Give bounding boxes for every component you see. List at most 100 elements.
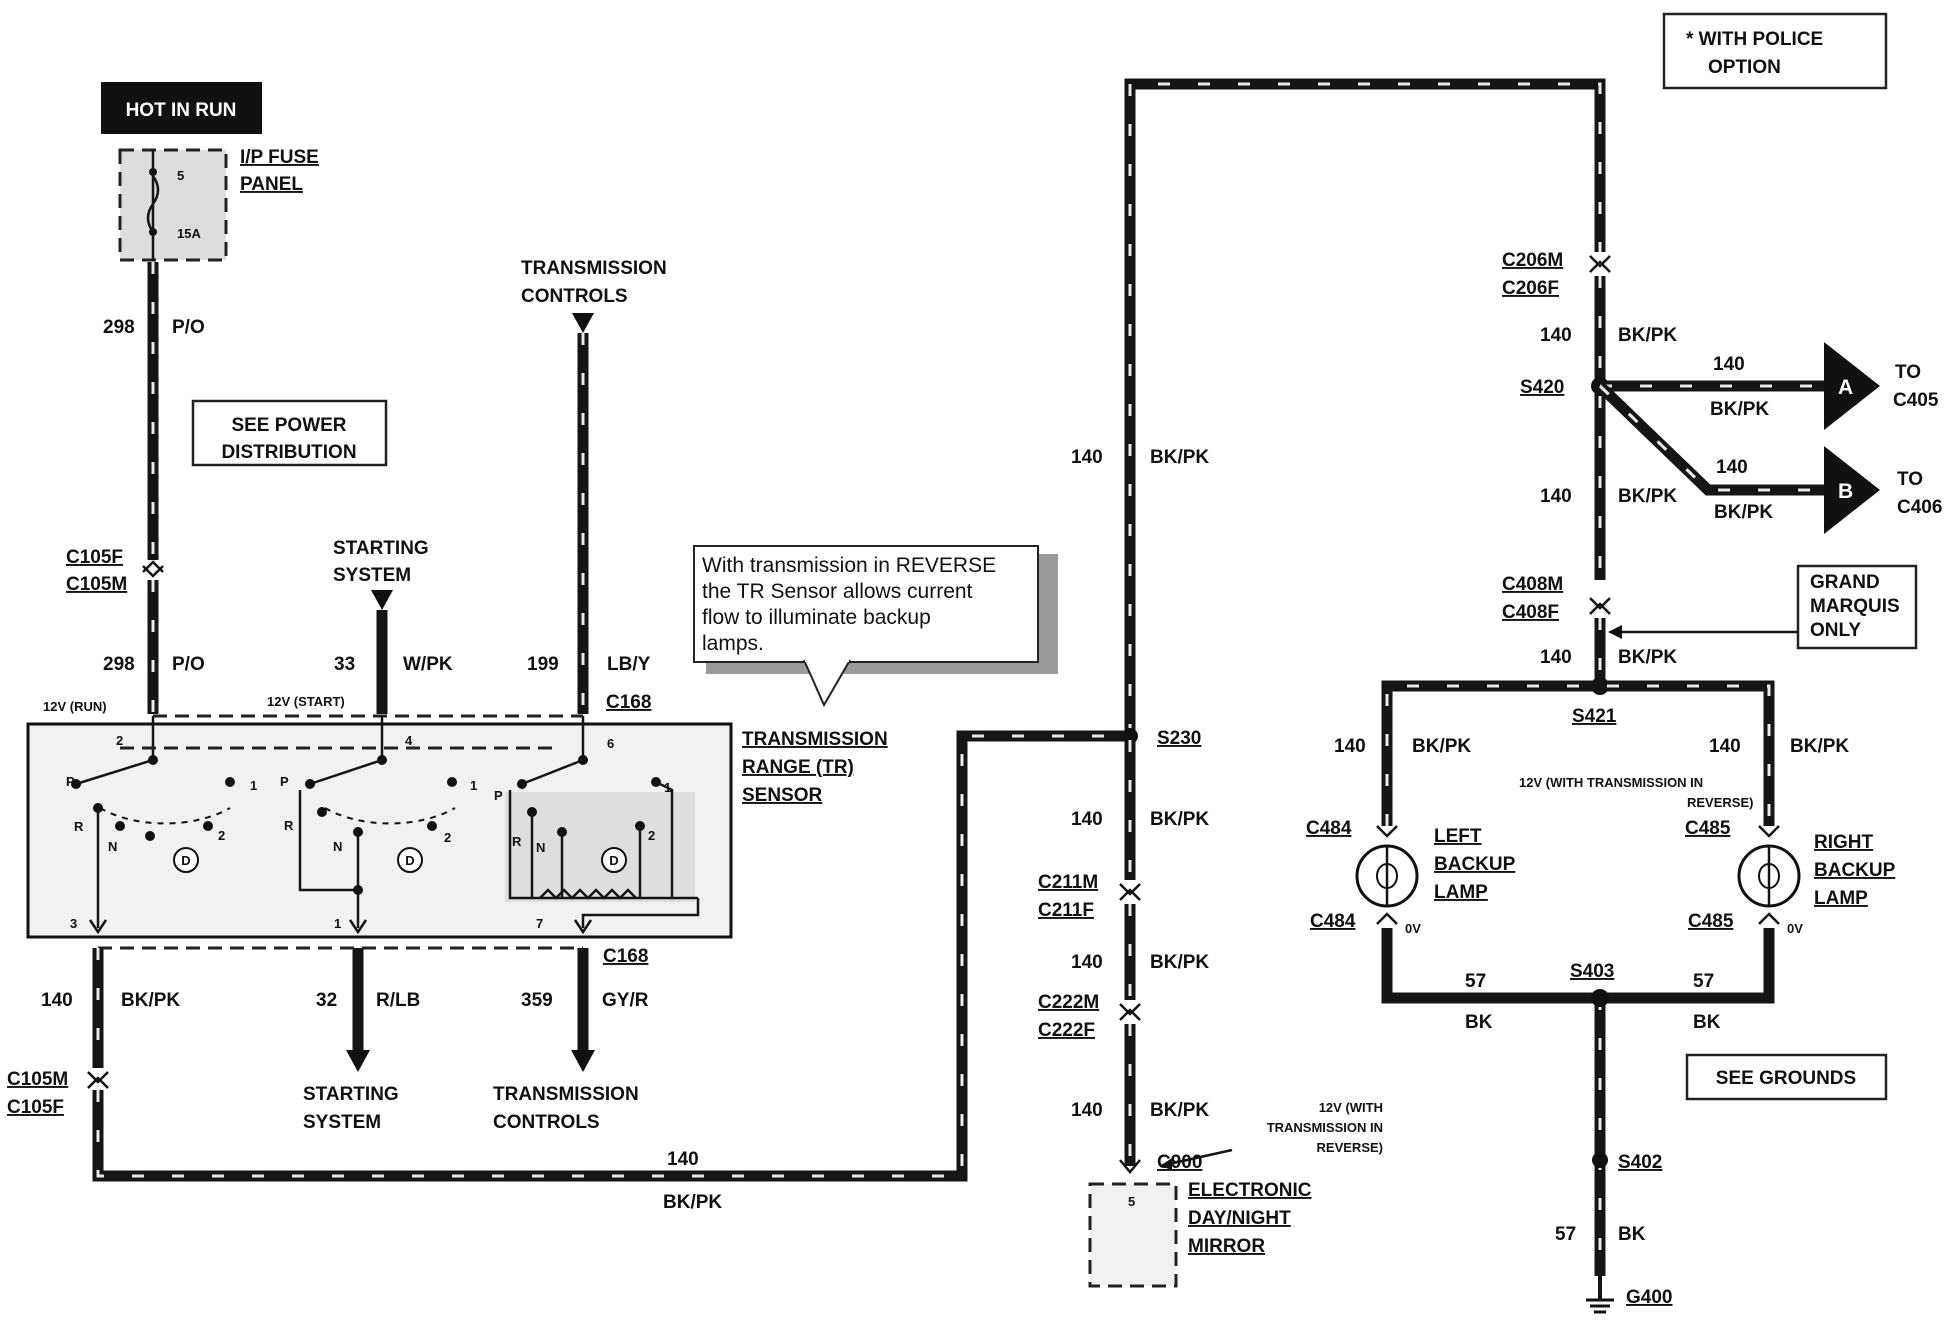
label-connectors-c485: C485 — [1688, 911, 1734, 932]
hot-in-run-banner: HOT IN RUN — [101, 82, 262, 134]
label-fuse_panel-fuse_number: 5 — [177, 168, 184, 183]
label-tr_sensor-pins-1: 4 — [405, 733, 413, 748]
label-tr_sensor-positions-two: 2 — [648, 828, 655, 843]
label-circuits-c359_color: GY/R — [602, 990, 649, 1011]
label-circuits-c57_color: BK — [1618, 1224, 1646, 1245]
label-tr_sensor-pins-4: 1 — [334, 916, 341, 931]
label-circuits-c140_color: BK/PK — [663, 1192, 722, 1213]
label-tr_sensor-positions-d: D — [181, 853, 190, 868]
label-circuits-c199: 199 — [527, 654, 559, 675]
label-tr_sensor-positions-n: N — [333, 839, 342, 854]
label-top_refs-trans_controls_2: CONTROLS — [521, 286, 628, 307]
see-power-distribution-box: SEE POWER DISTRIBUTION — [191, 399, 388, 467]
label-tr_sensor-label_1: TRANSMISSION — [742, 729, 888, 750]
label-circuits-c298: 298 — [103, 654, 135, 675]
label-tr_sensor-pins-0: 2 — [116, 733, 123, 748]
label-page_refs-a_conn: C405 — [1893, 390, 1939, 411]
label-grand_marquis-line_3: ONLY — [1810, 620, 1861, 641]
label-tr_sensor-positions-n: N — [108, 839, 117, 854]
label-tr_sensor-label_3: SENSOR — [742, 785, 823, 806]
label-tr_sensor-positions-one: 1 — [470, 778, 477, 793]
label-tr_sensor-positions-p: P — [280, 774, 289, 789]
label-connectors-c408m: C408M — [1502, 574, 1563, 595]
label-bottom_refs-starting_2: SYSTEM — [303, 1112, 381, 1133]
label-callout-line_2: the TR Sensor allows current — [702, 580, 973, 603]
label-bottom_refs-starting_1: STARTING — [303, 1084, 399, 1105]
label-callout-line_1: With transmission in REVERSE — [702, 554, 996, 577]
label-circuits-c33_color: W/PK — [403, 654, 453, 675]
electronic-day-night-mirror: 5 ELECTRONIC DAY/NIGHT MIRROR — [1088, 1180, 1312, 1288]
label-connectors-c105m: C105M — [66, 574, 127, 595]
label-page_refs-b_letter: B — [1838, 480, 1853, 503]
label-bottom_refs-trans_controls_2: CONTROLS — [493, 1112, 600, 1133]
label-circuits-c140_color: BK/PK — [1150, 952, 1209, 973]
label-connectors-c206m: C206M — [1502, 250, 1563, 271]
label-circuits-c140: 140 — [1071, 1100, 1103, 1121]
label-tr_sensor-positions-d: D — [405, 853, 414, 868]
label-circuits-c298_color: P/O — [172, 654, 205, 675]
label-fuse_panel-fuse_rating: 15A — [177, 226, 201, 241]
label-tr_sensor-pins-2: 6 — [607, 736, 614, 751]
label-circuits-c57: 57 — [1465, 971, 1486, 992]
label-connectors-c222f: C222F — [1038, 1020, 1095, 1041]
label-circuits-c140_color: BK/PK — [1618, 647, 1677, 668]
label-circuits-c140_color: BK/PK — [1618, 325, 1677, 346]
label-circuits-c57_color: BK — [1465, 1012, 1493, 1033]
label-tr_sensor-v_start: 12V (START) — [267, 694, 345, 709]
label-tr_sensor-positions-n: N — [536, 840, 545, 855]
label-tr_sensor-pins-3: 3 — [70, 916, 77, 931]
label-splices-s403: S403 — [1570, 961, 1614, 982]
label-grand_marquis-line_2: MARQUIS — [1810, 596, 1900, 617]
grand-marquis-note: GRAND MARQUIS ONLY — [1608, 564, 1918, 650]
label-connectors-c211m: C211M — [1038, 872, 1098, 893]
label-circuits-c140_color: BK/PK — [1618, 486, 1677, 507]
label-splices-s420: S420 — [1520, 377, 1564, 398]
label-page_refs-a_letter: A — [1838, 376, 1853, 399]
label-circuits-c140_color: BK/PK — [1412, 736, 1471, 757]
label-police_note-line_1: * WITH POLICE — [1686, 29, 1823, 50]
label-splices-s230: S230 — [1157, 728, 1201, 749]
label-splices-g400: G400 — [1626, 1287, 1672, 1308]
label-circuits-c33: 33 — [334, 654, 355, 675]
label-top_refs-trans_controls_1: TRANSMISSION — [521, 258, 667, 279]
label-police_note-line_2: OPTION — [1708, 57, 1781, 78]
label-circuits-c140_color: BK/PK — [1790, 736, 1849, 757]
right-backup-lamp — [1737, 844, 1801, 908]
label-tr_sensor-positions-p: P — [66, 774, 75, 789]
label-circuits-c140: 140 — [1334, 736, 1366, 757]
reverse-callout: With transmission in REVERSE the TR Sens… — [693, 545, 1058, 708]
label-connectors-c105f: C105F — [66, 547, 123, 568]
label-connectors-c222m: C222M — [1038, 992, 1099, 1013]
label-circuits-c140_color: BK/PK — [1714, 502, 1773, 523]
label-circuits-c140: 140 — [1713, 354, 1745, 375]
label-bottom_refs-trans_controls_1: TRANSMISSION — [493, 1084, 639, 1105]
label-circuits-c140_color: BK/PK — [1710, 399, 1769, 420]
label-connectors-c206f: C206F — [1502, 278, 1559, 299]
label-right_lamp-line_1: RIGHT — [1814, 832, 1874, 853]
label-tr_sensor-positions-two: 2 — [444, 830, 451, 845]
label-circuits-c298_color: P/O — [172, 317, 205, 338]
label-circuits-c140: 140 — [1540, 486, 1572, 507]
label-connectors-c484: C484 — [1310, 911, 1356, 932]
label-circuits-c57_color: BK — [1693, 1012, 1721, 1033]
label-circuits-c140: 140 — [667, 1149, 699, 1170]
label-circuits-c32: 32 — [316, 990, 337, 1011]
label-connectors-c211f: C211F — [1038, 900, 1094, 921]
label-mirror-line_1: ELECTRONIC — [1188, 1180, 1312, 1201]
label-grand_marquis-line_1: GRAND — [1810, 572, 1880, 593]
label-tr_sensor-v_run: 12V (RUN) — [43, 699, 107, 714]
label-see_power-line_2: DISTRIBUTION — [221, 442, 356, 463]
label-lamp_note-line_1: 12V (WITH TRANSMISSION IN — [1519, 775, 1703, 790]
label-circuits-c140: 140 — [41, 990, 73, 1011]
label-mirror-line_3: MIRROR — [1188, 1236, 1265, 1257]
label-mirror_note-line_3: REVERSE) — [1317, 1140, 1383, 1155]
label-top_refs-starting_2: SYSTEM — [333, 565, 411, 586]
label-connectors-c485: C485 — [1685, 818, 1731, 839]
label-circuits-c140_color: BK/PK — [1150, 1100, 1209, 1121]
label-page_refs-b_conn: C406 — [1897, 497, 1942, 518]
see-grounds-box: SEE GROUNDS — [1685, 1053, 1888, 1101]
label-left_lamp-line_1: LEFT — [1434, 826, 1482, 847]
police-option-note: * WITH POLICE OPTION — [1662, 12, 1888, 90]
label-tr_sensor-positions-d: D — [609, 853, 618, 868]
